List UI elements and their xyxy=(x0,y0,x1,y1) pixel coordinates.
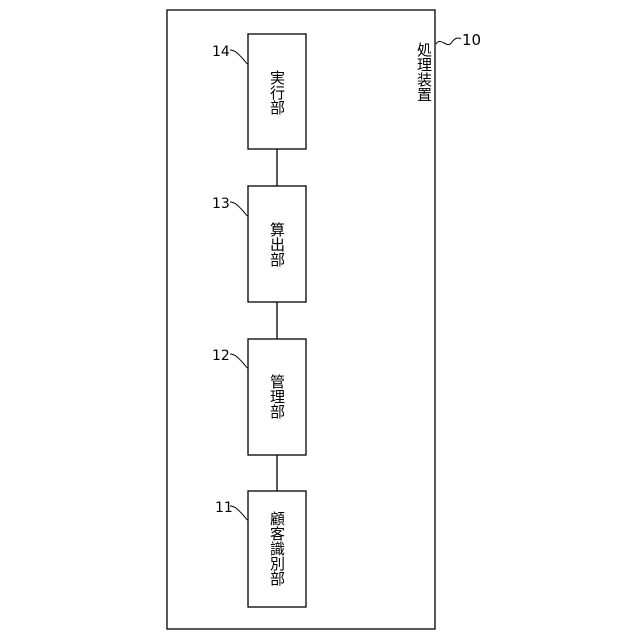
block-management-unit-label: 管理部 xyxy=(268,374,286,419)
block-execution-unit-leader xyxy=(230,50,248,64)
block-customer-identification-unit-label: 顧客識別部 xyxy=(268,511,286,586)
block-execution-unit-label: 実行部 xyxy=(268,70,286,115)
block-calculation-unit-label: 算出部 xyxy=(268,221,286,267)
device-ref: 10 xyxy=(462,31,481,49)
block-customer-identification-unit-ref: 11 xyxy=(215,500,233,516)
block-execution-unit-ref: 14 xyxy=(212,44,230,60)
block-calculation-unit-leader xyxy=(230,202,248,216)
device-ref-leader xyxy=(436,38,461,45)
device-label: 処理装置 xyxy=(415,42,433,102)
block-management-unit-leader xyxy=(230,354,248,368)
block-management-unit-ref: 12 xyxy=(212,348,230,364)
block-calculation-unit: 算出部 13 xyxy=(212,186,306,302)
block-calculation-unit-ref: 13 xyxy=(212,196,230,212)
block-management-unit: 管理部 12 xyxy=(212,339,306,455)
block-execution-unit: 実行部 14 xyxy=(212,34,306,149)
block-customer-identification-unit: 顧客識別部 11 xyxy=(215,491,306,607)
